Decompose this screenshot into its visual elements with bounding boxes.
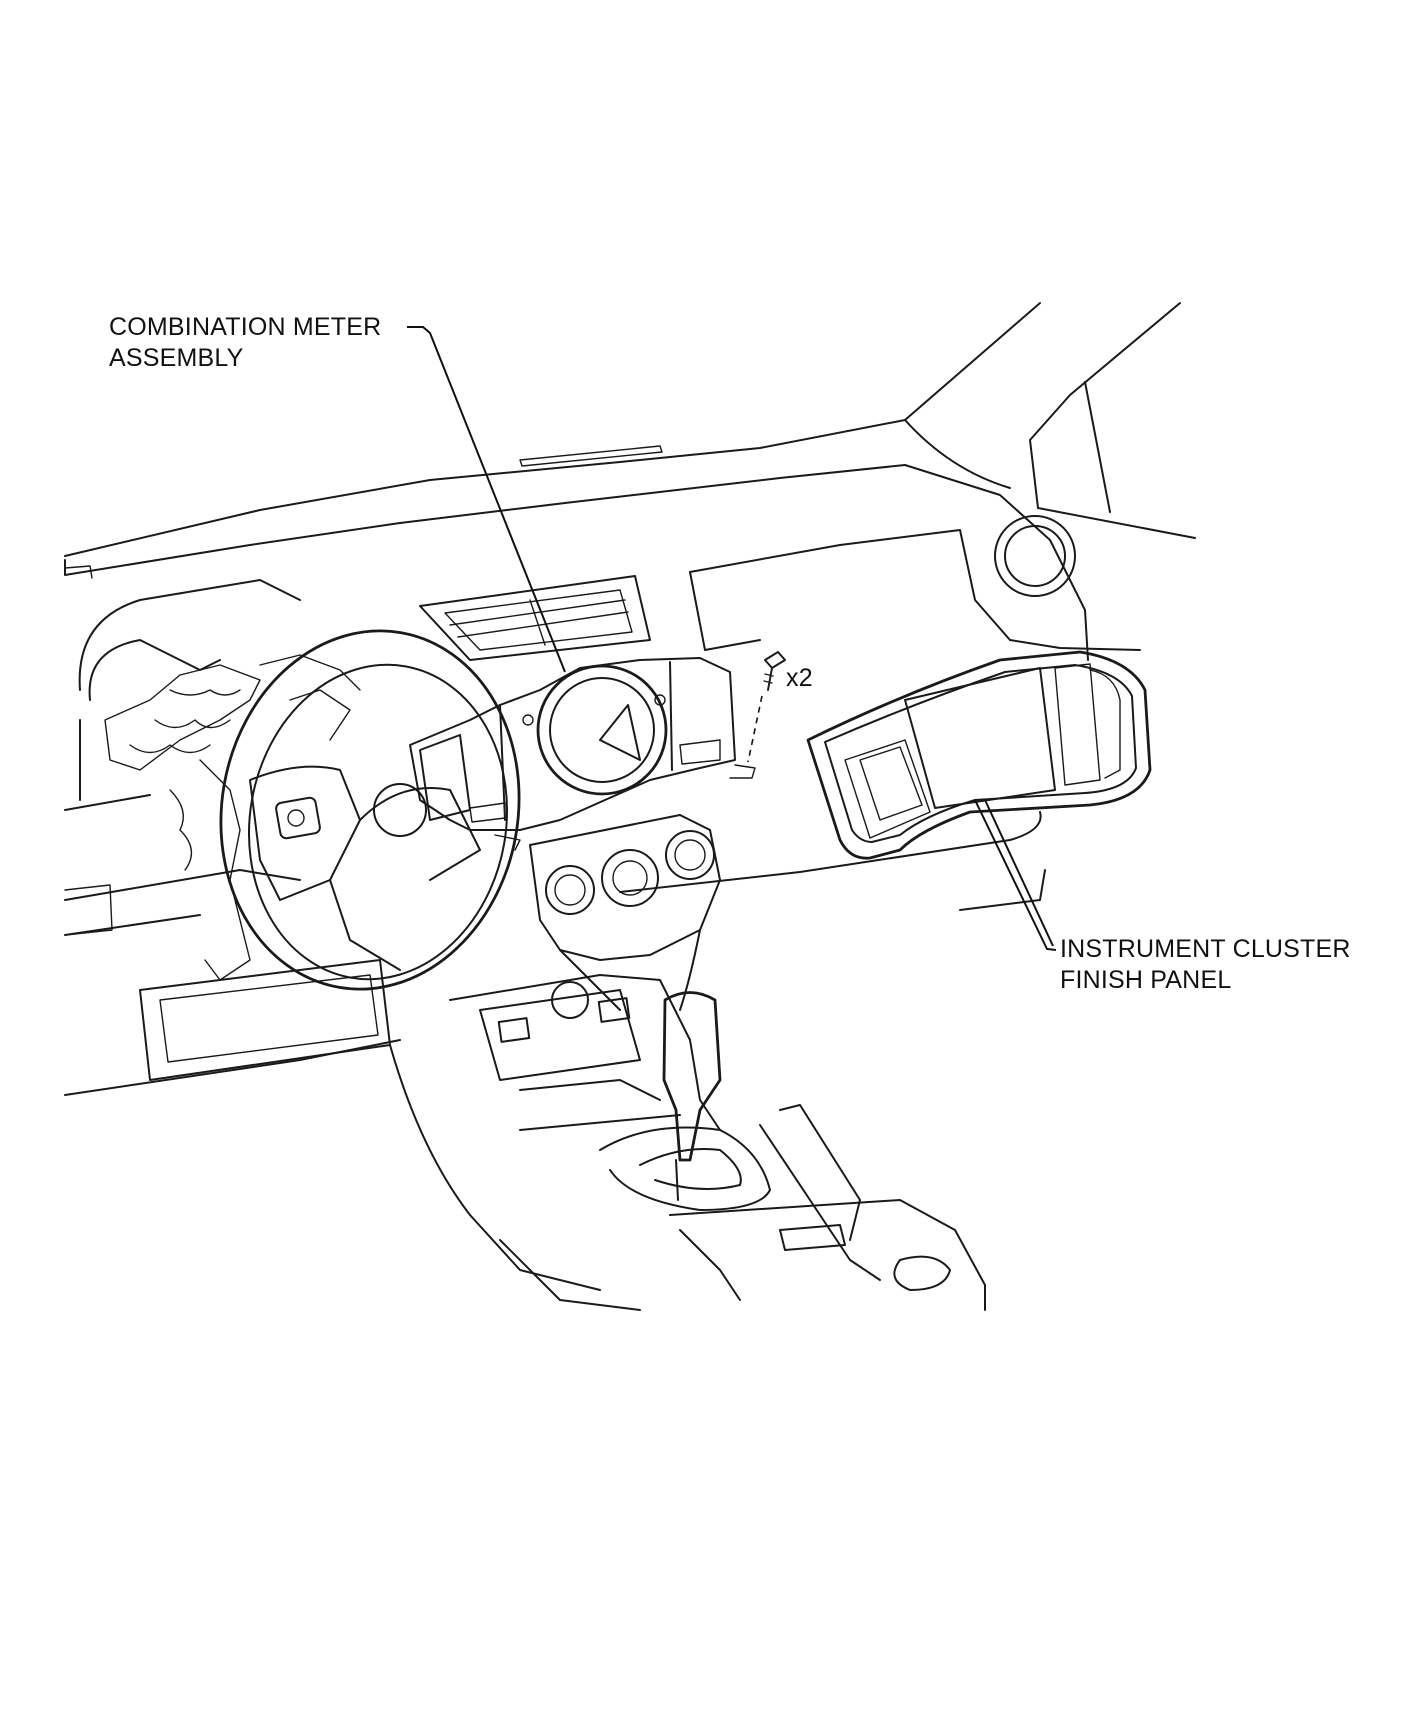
dashboard-right <box>619 464 1141 911</box>
panel-leader-line <box>974 799 1057 951</box>
finish-panel-label-line-1: INSTRUMENT CLUSTER <box>1060 935 1351 963</box>
climate-control-knobs <box>529 814 721 1011</box>
gear-shift-knob <box>662 991 722 1162</box>
steering-wheel <box>219 629 521 991</box>
speedometer-ring <box>536 664 668 796</box>
gauge-needle <box>599 704 641 761</box>
meter-leader-line <box>407 326 566 673</box>
wheel-switch <box>275 796 321 840</box>
screw-quantity-label: x2 <box>786 664 813 692</box>
dashboard-top <box>64 445 906 579</box>
windshield-outline <box>619 302 1196 539</box>
horn-pad <box>373 783 427 837</box>
screw <box>747 651 786 763</box>
combination-meter-assembly <box>409 657 756 851</box>
instrument-cluster-finish-panel <box>806 650 1152 860</box>
steering-column-wiring <box>104 654 361 981</box>
finish-panel-label-line-2: FINISH PANEL <box>1060 966 1232 994</box>
combination-meter-label-line-1: COMBINATION METER <box>109 313 382 341</box>
dashboard-left <box>64 579 601 1291</box>
finish-panel-label: INSTRUMENT CLUSTER FINISH PANEL <box>1060 934 1351 996</box>
combination-meter-label-line-2: ASSEMBLY <box>109 344 244 372</box>
combination-meter-label: COMBINATION METER ASSEMBLY <box>109 312 381 374</box>
center-console <box>449 974 986 1311</box>
leader-lines <box>407 326 1057 951</box>
right-air-vent <box>994 515 1076 597</box>
center-air-vent <box>419 575 651 661</box>
